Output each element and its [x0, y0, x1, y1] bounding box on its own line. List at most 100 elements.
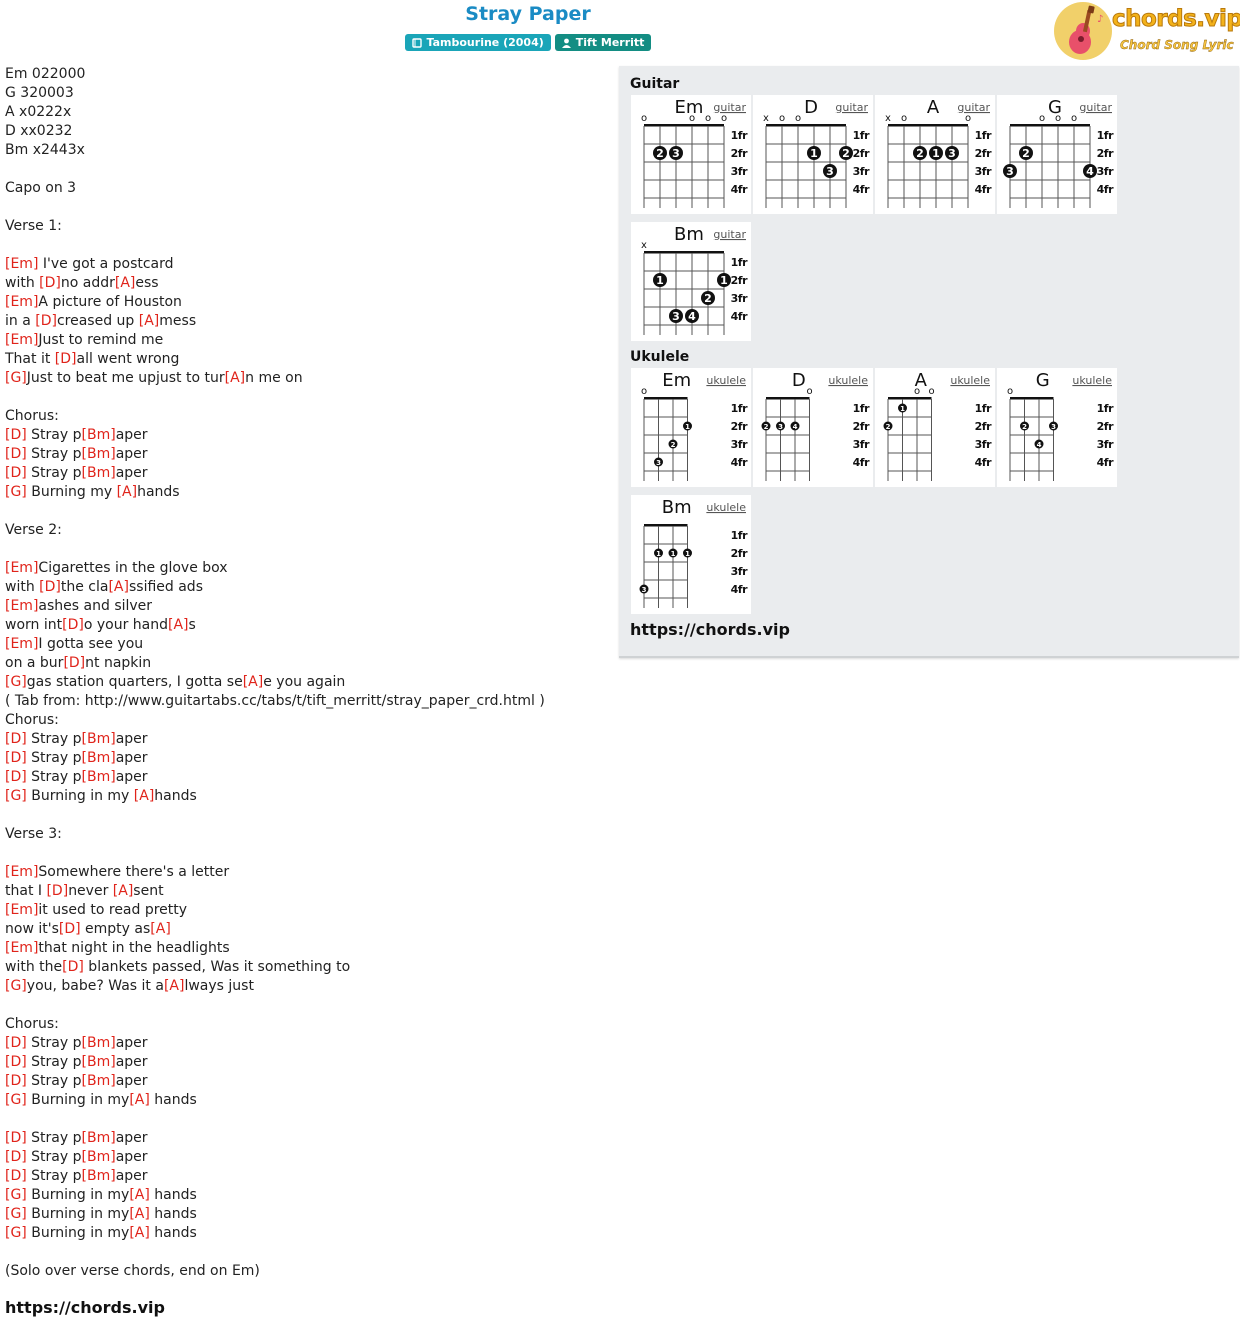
finger-number: 2: [1022, 423, 1027, 431]
lyric-text: all went wrong: [76, 351, 180, 367]
chord-link[interactable]: [D]: [54, 351, 77, 367]
chord-link[interactable]: [A]: [129, 1092, 150, 1108]
chord-link[interactable]: [A]: [108, 579, 129, 595]
finger-number: 3: [642, 586, 647, 594]
chord-link[interactable]: [Bm]: [81, 1168, 116, 1184]
album-badge[interactable]: Tambourine (2004): [404, 34, 551, 51]
chord-link[interactable]: [G]: [5, 788, 27, 804]
lyric-line: [Em]Somewhere there's a letter: [5, 863, 605, 882]
chord-link[interactable]: [G]: [5, 1187, 27, 1203]
chord-link[interactable]: [Em]: [5, 294, 39, 310]
chord-link[interactable]: [Em]: [5, 256, 39, 272]
lyric-text: Stray p: [26, 1168, 82, 1184]
chord-link[interactable]: [G]: [5, 978, 27, 994]
chord-link[interactable]: [D]: [35, 313, 57, 329]
chord-link[interactable]: [G]: [5, 674, 27, 690]
chord-link[interactable]: [Bm]: [81, 1149, 116, 1165]
chord-link[interactable]: [A]: [129, 1225, 150, 1241]
chord-link[interactable]: [A]: [116, 484, 138, 500]
chord-link[interactable]: [Em]: [5, 864, 39, 880]
fret-label: 2fr: [731, 147, 748, 160]
chord-link[interactable]: [D]: [5, 731, 27, 747]
chord-link[interactable]: [D]: [63, 655, 86, 671]
chord-link[interactable]: [D]: [5, 750, 27, 766]
chord-link[interactable]: [D]: [5, 1168, 27, 1184]
chord-link[interactable]: [Em]: [5, 902, 39, 918]
chord-link[interactable]: [D]: [62, 617, 84, 633]
chord-link[interactable]: [D]: [5, 427, 27, 443]
finger-dot: [776, 421, 785, 431]
chord-link[interactable]: [A]: [133, 788, 155, 804]
artist-badge[interactable]: Tift Merritt: [554, 34, 652, 51]
chord-link[interactable]: [Bm]: [81, 1130, 116, 1146]
finger-number: 1: [720, 274, 728, 287]
lyric-text: hands: [149, 1206, 197, 1222]
chord-link[interactable]: [D]: [5, 1149, 27, 1165]
lyric-line: [5, 1243, 605, 1262]
site-logo[interactable]: ♪ chords.vip Chord Song Lyric: [1054, 2, 1240, 62]
chord-link[interactable]: [Bm]: [81, 446, 116, 462]
chord-link[interactable]: [A]: [129, 1206, 150, 1222]
chord-link[interactable]: [D]: [62, 959, 84, 975]
chord-link[interactable]: [Bm]: [81, 427, 116, 443]
user-icon: [561, 38, 571, 48]
chord-link[interactable]: [Em]: [5, 636, 39, 652]
chord-link[interactable]: [Em]: [5, 940, 39, 956]
chord-link[interactable]: [A]: [129, 1187, 150, 1203]
lyric-line: [G]Just to beat me upjust to tur[A]n me …: [5, 369, 605, 388]
lyric-line: with [D]the cla[A]ssified ads: [5, 578, 605, 597]
lyric-line: [G]gas station quarters, I gotta se[A]e …: [5, 673, 605, 692]
chord-link[interactable]: [G]: [5, 1092, 27, 1108]
chord-link[interactable]: [A]: [112, 883, 134, 899]
chord-link[interactable]: [A]: [168, 617, 189, 633]
chord-link[interactable]: [A]: [150, 921, 171, 937]
chord-name: D: [804, 97, 818, 118]
open-string-marker: o: [1039, 113, 1045, 124]
footer-site-link[interactable]: https://chords.vip: [5, 1298, 165, 1317]
chord-link[interactable]: [D]: [5, 465, 27, 481]
lyric-line: [5, 388, 605, 407]
chord-link[interactable]: [G]: [5, 1206, 27, 1222]
nut-line: [888, 124, 968, 127]
chord-link[interactable]: [Bm]: [81, 1035, 116, 1051]
chord-link[interactable]: [Bm]: [81, 769, 116, 785]
chord-link[interactable]: [D]: [5, 1130, 27, 1146]
finger-dot: [823, 164, 837, 178]
chord-link[interactable]: [A]: [138, 313, 160, 329]
chord-link[interactable]: [Bm]: [81, 465, 116, 481]
chord-link[interactable]: [D]: [5, 446, 27, 462]
chord-link[interactable]: [G]: [5, 370, 27, 386]
chord-link[interactable]: [Bm]: [81, 731, 116, 747]
chord-link[interactable]: [G]: [5, 484, 27, 500]
chord-link[interactable]: [Em]: [5, 332, 39, 348]
chord-link[interactable]: [A]: [163, 978, 185, 994]
chord-link[interactable]: [D]: [39, 579, 61, 595]
chord-link[interactable]: [D]: [39, 275, 61, 291]
chord-link[interactable]: [D]: [46, 883, 69, 899]
chord-link[interactable]: [D]: [5, 1054, 27, 1070]
chord-link[interactable]: [A]: [224, 370, 246, 386]
chord-link[interactable]: [D]: [5, 1073, 27, 1089]
chord-link[interactable]: [G]: [5, 1225, 27, 1241]
chord-link[interactable]: [Em]: [5, 598, 39, 614]
chord-link[interactable]: [A]: [114, 275, 136, 291]
chord-link[interactable]: [D]: [58, 921, 81, 937]
chord-link[interactable]: [Em]: [5, 560, 39, 576]
chord-link[interactable]: [D]: [5, 1035, 27, 1051]
chord-link[interactable]: [D]: [5, 769, 27, 785]
chord-link[interactable]: [Bm]: [81, 1073, 116, 1089]
chord-link[interactable]: [A]: [242, 674, 264, 690]
chord-link[interactable]: [Bm]: [81, 750, 116, 766]
chord-link[interactable]: [Bm]: [81, 1054, 116, 1070]
sidebar-site-link[interactable]: https://chords.vip: [630, 620, 790, 639]
